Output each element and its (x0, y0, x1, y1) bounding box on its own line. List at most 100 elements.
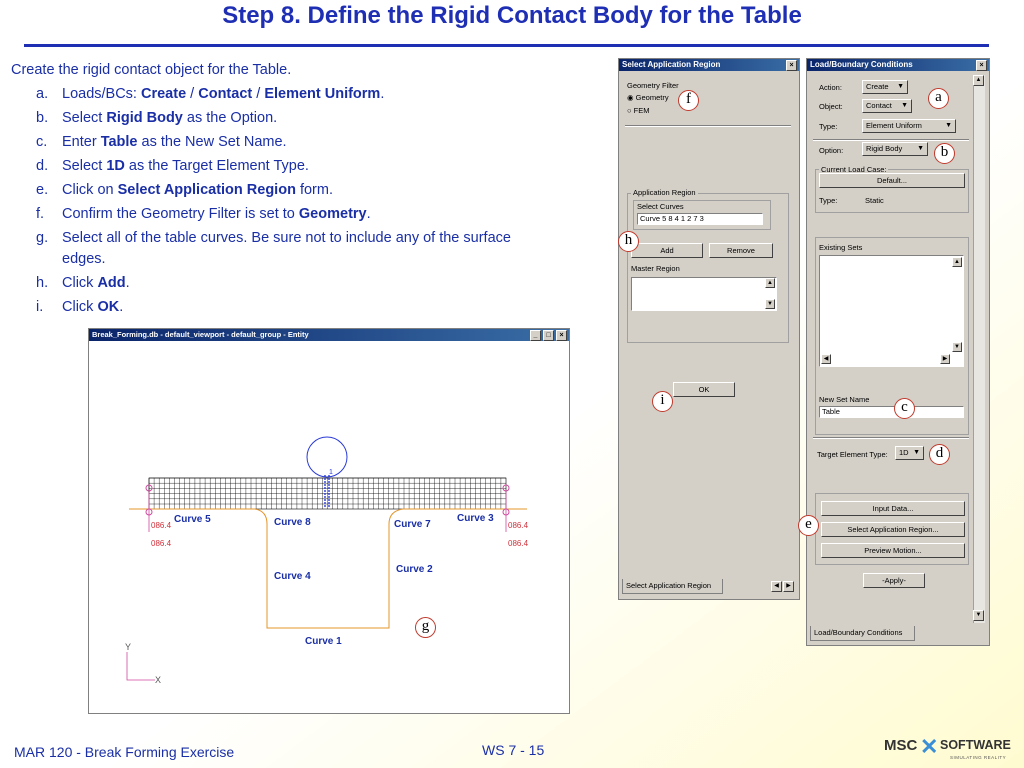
select-region-window: Select Application Region × Geometry Fil… (618, 58, 800, 600)
step-text: Loads/BCs: Create / Contact / Element Un… (62, 84, 384, 105)
select-curves-input[interactable]: Curve 5 8 4 1 2 7 3 (637, 213, 763, 225)
step-fragment: . (366, 206, 371, 222)
add-button[interactable]: Add (631, 243, 703, 258)
scroll-down-icon[interactable]: ▼ (973, 610, 984, 621)
callout-d: d (929, 444, 950, 465)
action-dropdown[interactable]: Create▼ (862, 80, 908, 94)
default-button[interactable]: Default... (819, 173, 965, 188)
master-region-label: Master Region (631, 264, 680, 273)
scroll-left-icon[interactable]: ◀ (821, 354, 831, 364)
value-left-1: 086.4 (151, 521, 172, 530)
new-set-name-label: New Set Name (819, 395, 870, 404)
step-emphasis: Add (97, 275, 126, 291)
radio-selected-icon: ◉ (627, 93, 634, 102)
model-canvas[interactable]: 1 086.4 086.4 086.4 086.4 Curve 5 Curve … (89, 342, 567, 712)
apply-button[interactable]: -Apply- (863, 573, 925, 588)
scroll-right-icon[interactable]: ▶ (940, 354, 950, 364)
dropdown-arrow-icon: ▼ (917, 145, 924, 152)
step-fragment: as the Target Element Type. (124, 158, 309, 174)
step-item: g.Select all of the table curves. Be sur… (36, 228, 556, 270)
divider (625, 125, 791, 127)
curve-7-label: Curve 7 (394, 519, 431, 530)
callout-g: g (415, 617, 436, 638)
radio-geometry-label: Geometry (635, 93, 669, 102)
rigid-circle (306, 436, 348, 478)
step-item: d. Select 1D as the Target Element Type. (36, 156, 556, 177)
tab-select-region[interactable]: Select Application Region (622, 579, 723, 594)
step-letter: f. (36, 206, 45, 222)
logo-x-icon: ✕ (920, 734, 939, 759)
step-fragment: Click (62, 299, 98, 315)
axis-y-label: Y (125, 642, 131, 652)
lbc-titlebar[interactable]: Load/Boundary Conditions × (807, 59, 989, 71)
step-fragment: Select (62, 110, 107, 126)
object-dropdown[interactable]: Contact▼ (862, 99, 912, 113)
step-text: Enter Table as the New Set Name. (62, 132, 287, 153)
step-item: i.Click OK. (36, 297, 556, 318)
tab-left-icon[interactable]: ◀ (771, 581, 782, 592)
step-letter: d. (36, 158, 49, 174)
target-element-value: 1D (899, 448, 909, 457)
new-set-name-input[interactable]: Table (819, 406, 964, 418)
input-data-button[interactable]: Input Data... (821, 501, 965, 516)
step-text: Select 1D as the Target Element Type. (62, 156, 309, 177)
application-region-group (627, 193, 789, 343)
step-item: a.Loads/BCs: Create / Contact / Element … (36, 84, 556, 105)
callout-i: i (652, 391, 673, 412)
minimize-icon[interactable]: _ (530, 330, 541, 341)
select-application-region-button[interactable]: Select Application Region... (821, 522, 965, 537)
tab-right-icon[interactable]: ▶ (783, 581, 794, 592)
select-region-title: Select Application Region (622, 60, 721, 69)
lbc-scrollbar[interactable] (973, 75, 985, 623)
curve-5-label: Curve 5 (174, 514, 211, 525)
option-dropdown[interactable]: Rigid Body▼ (862, 142, 928, 156)
ok-button[interactable]: OK (673, 382, 735, 397)
radio-fem-label: FEM (633, 106, 650, 115)
node-marker-left (145, 484, 153, 492)
node-label-top: 1 (329, 469, 333, 476)
step-fragment: . (380, 86, 385, 102)
master-region-list[interactable] (631, 277, 777, 311)
close-icon[interactable]: × (556, 330, 567, 341)
logo-msc: MSC (884, 737, 918, 754)
logo-tagline: SIMULATING REALITY (950, 755, 1007, 760)
scroll-up-icon[interactable]: ▲ (765, 278, 775, 288)
step-letter: g. (36, 230, 49, 246)
step-emphasis: Geometry (298, 206, 367, 222)
radio-fem[interactable]: ○ FEM (627, 106, 649, 115)
step-text: Click Add. (62, 273, 130, 294)
step-emphasis: Create (141, 86, 187, 102)
step-fragment: Select (62, 158, 107, 174)
callout-f: f (678, 90, 699, 111)
type-dropdown[interactable]: Element Uniform▼ (862, 119, 956, 133)
scroll-up-icon[interactable]: ▲ (952, 257, 962, 267)
object-value: Contact (866, 101, 892, 110)
dropdown-arrow-icon: ▼ (945, 122, 952, 129)
node-stems (148, 492, 507, 532)
select-region-titlebar[interactable]: Select Application Region × (619, 59, 799, 71)
scroll-up-icon[interactable]: ▲ (973, 75, 984, 86)
step-item: b.Select Rigid Body as the Option. (36, 108, 556, 129)
remove-button[interactable]: Remove (709, 243, 773, 258)
preview-motion-button[interactable]: Preview Motion... (821, 543, 965, 558)
maximize-icon[interactable]: □ (543, 330, 554, 341)
object-label: Object: (819, 102, 843, 111)
close-icon[interactable]: × (976, 60, 987, 71)
footer-left: MAR 120 - Break Forming Exercise (14, 744, 235, 760)
curve-1-label: Curve 1 (305, 636, 342, 647)
step-item: f.Confirm the Geometry Filter is set to … (36, 204, 556, 225)
scroll-down-icon[interactable]: ▼ (952, 342, 962, 352)
step-item: c.Enter Table as the New Set Name. (36, 132, 556, 153)
target-element-label: Target Element Type: (817, 450, 888, 459)
callout-b: b (934, 143, 955, 164)
value-right-1: 086.4 (508, 521, 529, 530)
radio-geometry[interactable]: ◉ Geometry (627, 93, 669, 102)
close-icon[interactable]: × (786, 60, 797, 71)
select-curves-label: Select Curves (637, 202, 684, 211)
viewport-titlebar[interactable]: Break_Forming.db - default_viewport - de… (89, 329, 569, 341)
title-rule (24, 44, 989, 47)
scroll-down-icon[interactable]: ▼ (765, 299, 775, 309)
target-element-dropdown[interactable]: 1D▼ (895, 446, 924, 460)
existing-sets-list[interactable] (819, 255, 964, 367)
tab-lbc[interactable]: Load/Boundary Conditions (810, 626, 915, 641)
